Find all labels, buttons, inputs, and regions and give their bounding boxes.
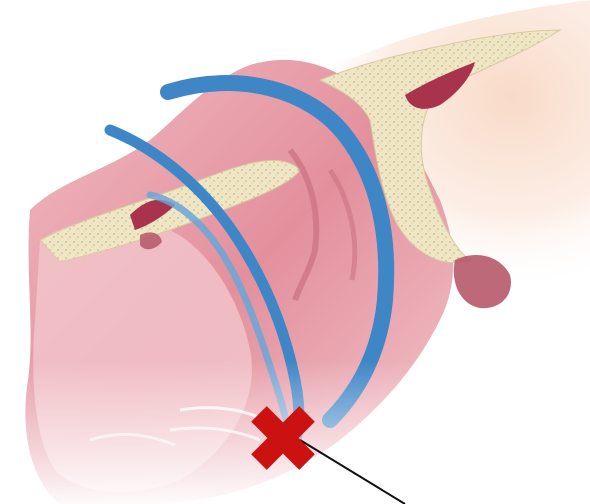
airway-illustration: [0, 0, 590, 504]
illustration-stage: [0, 0, 590, 504]
